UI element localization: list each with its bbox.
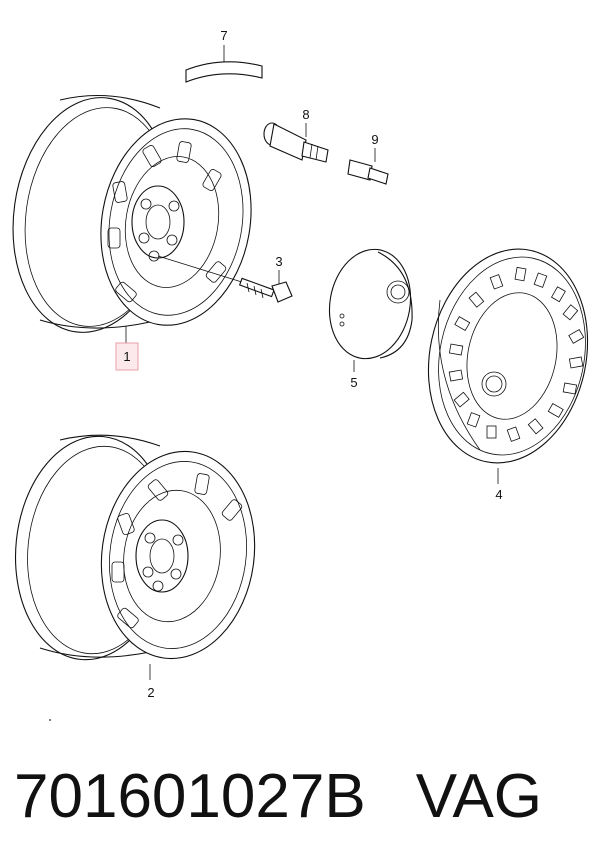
part-number: 701601027B (14, 762, 366, 831)
valve-insert (347, 159, 389, 185)
callout-8[interactable]: 8 (302, 107, 310, 137)
callout-2[interactable]: 2 (147, 664, 155, 700)
callout-4[interactable]: 4 (495, 468, 503, 502)
steel-wheel-1 (12, 94, 252, 333)
balance-weight (185, 61, 263, 83)
callout-5-label: 5 (350, 375, 357, 390)
callout-9[interactable]: 9 (371, 132, 379, 162)
brand-name: VAG (415, 762, 543, 831)
callout-1-label: 1 (123, 349, 130, 364)
parts-diagram: 1 2 3 (12, 28, 589, 721)
callout-1[interactable]: 1 (115, 326, 139, 371)
callout-7[interactable]: 7 (220, 28, 228, 62)
callout-9-label: 9 (371, 132, 378, 147)
callout-5[interactable]: 5 (350, 360, 358, 390)
steel-wheel-2 (14, 434, 256, 661)
stray-dot (49, 719, 51, 721)
part-caption: 701601027B VAG (14, 752, 594, 842)
wheel-trim (427, 248, 589, 464)
tire-valve (263, 122, 329, 163)
callout-3-label: 3 (275, 254, 282, 269)
callout-4-label: 4 (495, 487, 502, 502)
wheel-bolt (238, 277, 293, 303)
callout-7-label: 7 (220, 28, 227, 43)
callout-2-label: 2 (147, 685, 154, 700)
callout-3[interactable]: 3 (275, 254, 283, 284)
callout-8-label: 8 (302, 107, 309, 122)
hub-cap (328, 248, 413, 360)
